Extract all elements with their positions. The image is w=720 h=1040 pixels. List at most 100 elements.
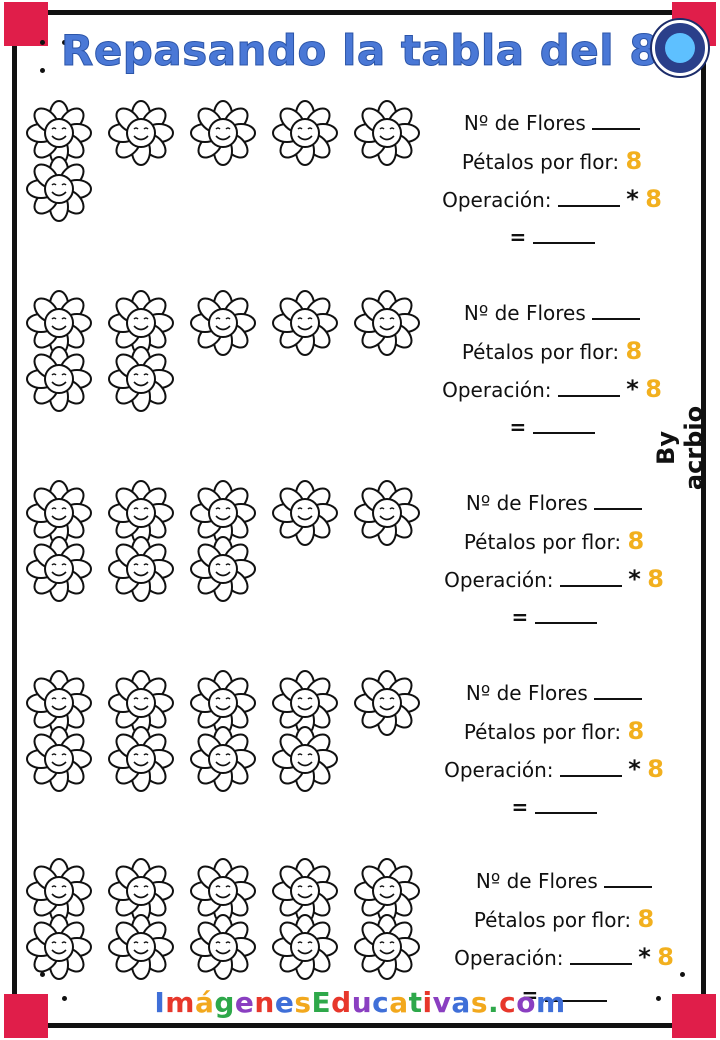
daisy-flower-icon <box>350 290 424 356</box>
petals-line: Pétalos por flor: 8 <box>422 332 682 370</box>
result-blank[interactable] <box>534 604 597 624</box>
result-blank[interactable] <box>544 982 607 1002</box>
daisy-flower-icon <box>186 858 260 924</box>
daisy-flower-icon <box>186 290 260 356</box>
flower-count-line: Nº de Flores <box>424 484 684 522</box>
operation-blank[interactable] <box>559 567 622 587</box>
equals-sign: = <box>509 225 527 249</box>
multiplier-value: 8 <box>657 943 674 971</box>
daisy-flower-icon <box>22 290 96 356</box>
flower-count-blank[interactable] <box>604 868 653 888</box>
result-line: = <box>434 976 694 1014</box>
times-sign: * <box>626 375 639 403</box>
daisy-flower-icon <box>268 670 342 736</box>
operation-label: Operación: <box>454 946 564 970</box>
daisy-flower-icon <box>186 914 260 980</box>
petals-value: 8 <box>627 717 645 745</box>
answer-panel: Nº de Flores Pétalos por flor: 8 Operaci… <box>422 294 682 446</box>
operation-blank[interactable] <box>559 757 622 777</box>
daisy-flower-icon <box>22 100 96 166</box>
multiplier-value: 8 <box>647 755 664 783</box>
daisy-flower-icon <box>186 726 260 792</box>
daisy-flower-icon <box>22 346 96 412</box>
flower-count-line: Nº de Flores <box>434 862 694 900</box>
daisy-flower-icon <box>350 100 424 166</box>
daisy-flower-icon <box>186 536 260 602</box>
operation-blank[interactable] <box>557 187 620 207</box>
footer-brand: ImágenesEducativas.com <box>154 986 566 1019</box>
petals-label: Pétalos por flor: <box>461 150 620 174</box>
times-sign: * <box>626 185 639 213</box>
petals-label: Pétalos por flor: <box>463 530 622 554</box>
answer-panel: Nº de Flores Pétalos por flor: 8 Operaci… <box>424 674 684 826</box>
flower-count-label: Nº de Flores <box>463 111 586 135</box>
corner-decoration-bottom-right <box>666 988 716 1038</box>
daisy-flower-icon <box>268 290 342 356</box>
operation-blank[interactable] <box>557 377 620 397</box>
petals-line: Pétalos por flor: 8 <box>424 712 684 750</box>
operation-line: Operación: * 8 <box>422 180 682 218</box>
daisy-flower-icon <box>268 100 342 166</box>
petals-value: 8 <box>637 905 655 933</box>
corner-decoration-bottom-left <box>4 988 54 1038</box>
petals-line: Pétalos por flor: 8 <box>434 900 694 938</box>
petals-label: Pétalos por flor: <box>461 340 620 364</box>
petals-label: Pétalos por flor: <box>473 908 632 932</box>
result-blank[interactable] <box>532 224 595 244</box>
flower-count-label: Nº de Flores <box>465 681 588 705</box>
operation-line: Operación: * 8 <box>424 750 684 788</box>
flower-count-line: Nº de Flores <box>422 104 682 142</box>
daisy-flower-icon <box>268 726 342 792</box>
operation-label: Operación: <box>442 378 552 402</box>
page-title: Repasando la tabla del 8 <box>60 26 659 76</box>
result-blank[interactable] <box>534 794 597 814</box>
daisy-flower-icon <box>22 156 96 222</box>
flower-count-label: Nº de Flores <box>465 491 588 515</box>
petals-label: Pétalos por flor: <box>463 720 622 744</box>
daisy-flower-icon <box>104 290 178 356</box>
daisy-flower-icon <box>104 726 178 792</box>
result-blank[interactable] <box>532 414 595 434</box>
flower-count-blank[interactable] <box>592 300 641 320</box>
flower-count-blank[interactable] <box>594 680 643 700</box>
flower-count-blank[interactable] <box>592 110 641 130</box>
daisy-flower-icon <box>104 670 178 736</box>
flower-count-label: Nº de Flores <box>475 869 598 893</box>
operation-label: Operación: <box>442 188 552 212</box>
petals-value: 8 <box>625 147 643 175</box>
multiplier-value: 8 <box>647 565 664 593</box>
times-sign: * <box>638 943 651 971</box>
daisy-flower-icon <box>104 346 178 412</box>
corner-decoration-top-left <box>4 2 54 52</box>
flower-count-blank[interactable] <box>594 490 643 510</box>
multiplier-value: 8 <box>645 185 662 213</box>
result-line: = <box>424 598 684 636</box>
flower-count-label: Nº de Flores <box>463 301 586 325</box>
result-line: = <box>422 218 682 256</box>
daisy-flower-icon <box>22 726 96 792</box>
times-sign: * <box>628 755 641 783</box>
daisy-flower-icon <box>104 100 178 166</box>
operation-label: Operación: <box>444 568 554 592</box>
operation-line: Operación: * 8 <box>434 938 694 976</box>
result-line: = <box>424 788 684 826</box>
petals-value: 8 <box>627 527 645 555</box>
daisy-flower-icon <box>186 100 260 166</box>
logo-badge-icon <box>652 20 708 76</box>
answer-panel: Nº de Flores Pétalos por flor: 8 Operaci… <box>422 104 682 256</box>
petals-line: Pétalos por flor: 8 <box>424 522 684 560</box>
operation-blank[interactable] <box>569 945 632 965</box>
answer-panel: Nº de Flores Pétalos por flor: 8 Operaci… <box>424 484 684 636</box>
daisy-flower-icon <box>350 670 424 736</box>
daisy-flower-icon <box>350 480 424 546</box>
daisy-flower-icon <box>268 480 342 546</box>
daisy-flower-icon <box>186 480 260 546</box>
daisy-flower-icon <box>22 670 96 736</box>
daisy-flower-icon <box>350 914 424 980</box>
multiplier-value: 8 <box>645 375 662 403</box>
flower-count-line: Nº de Flores <box>424 674 684 712</box>
equals-sign: = <box>511 795 529 819</box>
daisy-flower-icon <box>268 914 342 980</box>
equals-sign: = <box>521 983 539 1007</box>
petals-value: 8 <box>625 337 643 365</box>
